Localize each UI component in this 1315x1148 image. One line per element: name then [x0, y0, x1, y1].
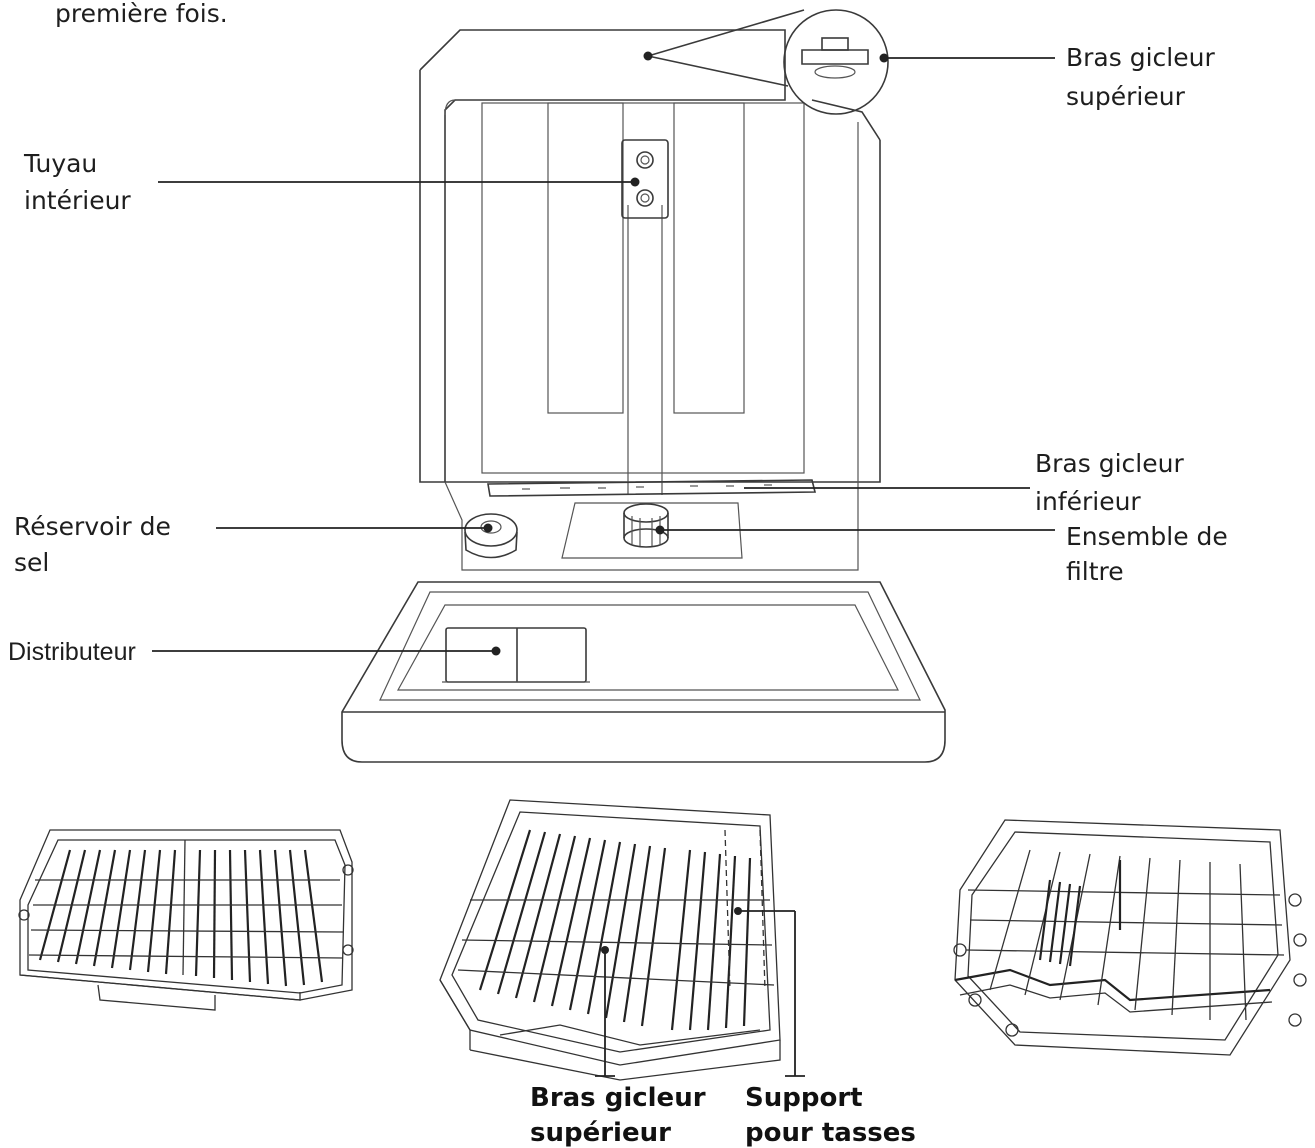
filter-assembly-line2: filtre	[1066, 557, 1124, 586]
salt-container-line2: sel	[14, 548, 49, 577]
lower-spray-arm-line1: Bras gicleur	[1035, 449, 1184, 478]
lower-spray-arm-line2: inférieur	[1035, 487, 1141, 516]
inner-pipe-line1: Tuyau	[23, 149, 97, 178]
upper-spray-arm-line2: supérieur	[1066, 82, 1186, 111]
dispenser-label: Distributeur	[8, 638, 136, 666]
label-inner-pipe: Tuyau intérieur	[23, 149, 640, 215]
cup-shelf-line2: pour tasses	[745, 1118, 916, 1148]
label-upper-spray-arm: Bras gicleur supérieur	[879, 43, 1215, 111]
top-text: première fois.	[55, 0, 228, 28]
cutlery-tray-illustration	[18, 829, 354, 1011]
salt-container-line1: Réservoir de	[14, 512, 171, 541]
rack-spray-arm-line1: Bras gicleur	[530, 1083, 706, 1113]
filter-assembly-line1: Ensemble de	[1066, 522, 1228, 551]
inner-pipe-line2: intérieur	[24, 186, 131, 215]
lower-basket-illustration	[953, 819, 1307, 1056]
label-salt-container: Réservoir de sel	[14, 512, 493, 577]
upper-rack-illustration	[439, 799, 805, 1081]
label-filter-assembly: Ensemble de filtre	[655, 522, 1228, 586]
label-rack-spray-arm: Bras gicleur supérieur	[530, 1083, 706, 1148]
label-cup-shelf: Support pour tasses	[745, 1083, 916, 1148]
label-lower-spray-arm: Bras gicleur inférieur	[744, 449, 1184, 516]
dishwasher-body	[341, 9, 946, 763]
upper-spray-arm-line1: Bras gicleur	[1066, 43, 1215, 72]
label-dispenser: Distributeur	[8, 638, 501, 666]
rack-spray-arm-line2: supérieur	[530, 1118, 671, 1148]
cup-shelf-line1: Support	[745, 1083, 863, 1113]
